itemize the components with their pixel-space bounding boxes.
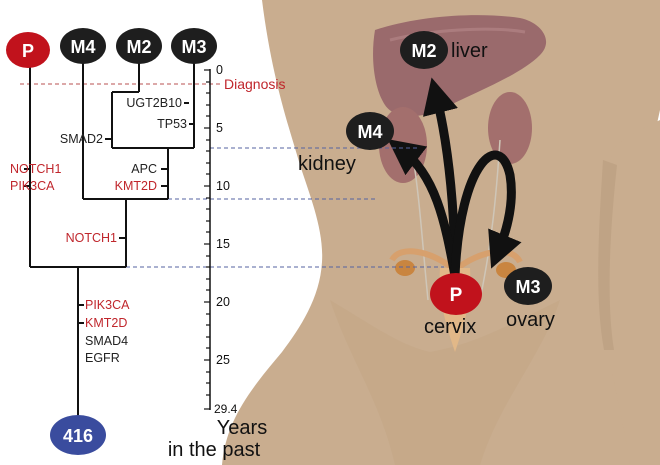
svg-text:M4: M4 — [357, 122, 382, 142]
mutation-smad2: SMAD2 — [60, 132, 103, 146]
mutation-ugt2b10: UGT2B10 — [126, 96, 182, 110]
anatomy-node-m4: M4 — [346, 112, 394, 150]
axis-tick-15: 15 — [216, 237, 230, 251]
body-silhouette — [222, 0, 660, 465]
organ-label-cervix: cervix — [424, 316, 476, 338]
node-m4: M4 — [60, 28, 106, 64]
organ-label-kidney: kidney — [298, 153, 356, 175]
mutation-kmt2d-trunk: KMT2D — [85, 316, 127, 330]
mutation-apc: APC — [131, 162, 157, 176]
mutation-pik3ca-p: PIK3CA — [10, 179, 55, 193]
svg-text:M3: M3 — [515, 277, 540, 297]
anatomy-node-m3: M3 — [504, 267, 552, 305]
axis-title-line2: in the past — [168, 439, 261, 461]
phylogenetic-tree — [24, 60, 195, 420]
mutation-labels: Diagnosis UGT2B10 TP53 SMAD2 APC KMT2D N… — [10, 76, 285, 365]
mutation-pik3ca-trunk: PIK3CA — [85, 298, 130, 312]
axis-tick-5: 5 — [216, 121, 223, 135]
diagnosis-label: Diagnosis — [224, 76, 285, 92]
axis-tick-20: 20 — [216, 295, 230, 309]
anatomy-node-m2: M2 — [400, 31, 448, 69]
svg-text:P: P — [22, 41, 34, 61]
mutation-smad4-trunk: SMAD4 — [85, 334, 128, 348]
mutation-tp53: TP53 — [157, 117, 187, 131]
node-m2: M2 — [116, 28, 162, 64]
axis-tick-0: 0 — [216, 63, 223, 77]
mutation-kmt2d-m4: KMT2D — [115, 179, 157, 193]
svg-text:M2: M2 — [126, 37, 151, 57]
organ-label-liver: liver — [451, 40, 488, 62]
metastasis-arrows — [387, 77, 522, 281]
tree-nodes: P M4 M2 M3 416 — [6, 28, 217, 455]
svg-text:M2: M2 — [411, 41, 436, 61]
time-axis: 0 5 10 15 20 25 29.4 Years in the past — [168, 63, 267, 461]
node-root-416: 416 — [50, 415, 106, 455]
svg-text:416: 416 — [63, 426, 93, 446]
mutation-notch1-p: NOTCH1 — [10, 162, 61, 176]
organ-label-ovary: ovary — [506, 309, 555, 331]
dashed-guides — [20, 83, 444, 268]
svg-text:M4: M4 — [70, 37, 95, 57]
axis-title-line1: Years — [217, 417, 267, 439]
axis-tick-25: 25 — [216, 353, 230, 367]
svg-text:M3: M3 — [181, 37, 206, 57]
svg-text:P: P — [450, 285, 463, 306]
axis-tick-29-4: 29.4 — [214, 402, 238, 416]
node-primary: P — [6, 32, 50, 68]
mutation-notch1-shared: NOTCH1 — [66, 231, 117, 245]
node-m3: M3 — [171, 28, 217, 64]
axis-tick-10: 10 — [216, 179, 230, 193]
mutation-egfr-trunk: EGFR — [85, 351, 120, 365]
anatomy-node-p: P — [430, 273, 482, 315]
anatomy-labels: M2 liver M4 kidney P cervix M3 ovary — [298, 31, 555, 338]
